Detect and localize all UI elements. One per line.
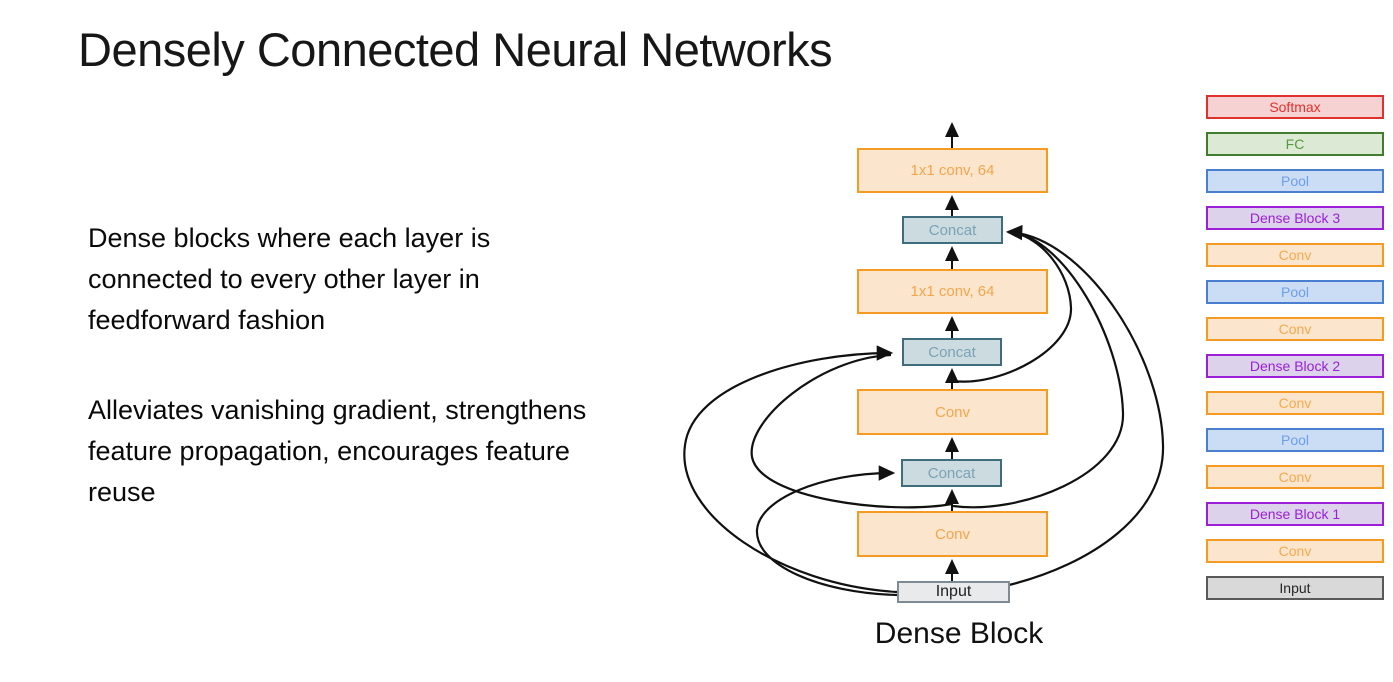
- body-paragraph-1: Dense blocks where each layer is connect…: [88, 223, 491, 335]
- skip-connection-arrow: [952, 230, 1073, 383]
- skip-connection-arrow: [683, 345, 898, 594]
- diagram-wires: [683, 122, 1165, 597]
- diagram-node-concat-2: Concat: [902, 338, 1002, 366]
- page-title: Densely Connected Neural Networks: [78, 23, 833, 76]
- legend-item-dense-block-2: Dense Block 2: [1206, 354, 1384, 378]
- skip-connection-arrow: [750, 353, 953, 509]
- diagram-node-input: Input: [897, 581, 1010, 603]
- legend-item-conv-1: Conv: [1206, 539, 1384, 563]
- legend-item-conv-4: Conv: [1206, 317, 1384, 341]
- skip-connection-arrow: [952, 230, 1125, 509]
- legend-item-input: Input: [1206, 576, 1384, 600]
- skip-connection-arrow: [755, 465, 898, 597]
- legend-item-dense-block-3: Dense Block 3: [1206, 206, 1384, 230]
- legend-item-pool-3: Pool: [1206, 169, 1384, 193]
- diagram-node-conv-1: Conv: [857, 511, 1048, 557]
- dense-block-diagram: 1x1 conv, 64 Concat 1x1 conv, 64 Concat …: [660, 95, 1180, 670]
- diagram-node-conv-top: 1x1 conv, 64: [857, 148, 1048, 193]
- legend-item-dense-block-1: Dense Block 1: [1206, 502, 1384, 526]
- diagram-node-conv-2: Conv: [857, 389, 1048, 435]
- legend-item-pool-2: Pool: [1206, 280, 1384, 304]
- diagram-node-concat-1: Concat: [901, 459, 1002, 487]
- body-paragraph-2: Alleviates vanishing gradient, strengthe…: [88, 395, 587, 507]
- legend-item-conv-5: Conv: [1206, 243, 1384, 267]
- legend-item-conv-2: Conv: [1206, 465, 1384, 489]
- legend-item-conv-3: Conv: [1206, 391, 1384, 415]
- legend-item-fc: FC: [1206, 132, 1384, 156]
- diagram-caption: Dense Block: [874, 617, 1044, 650]
- diagram-node-conv-mid: 1x1 conv, 64: [857, 269, 1048, 314]
- legend-item-pool-1: Pool: [1206, 428, 1384, 452]
- skip-connection-arrow: [1005, 224, 1165, 587]
- legend-item-softmax: Softmax: [1206, 95, 1384, 119]
- diagram-node-concat-3: Concat: [902, 216, 1003, 244]
